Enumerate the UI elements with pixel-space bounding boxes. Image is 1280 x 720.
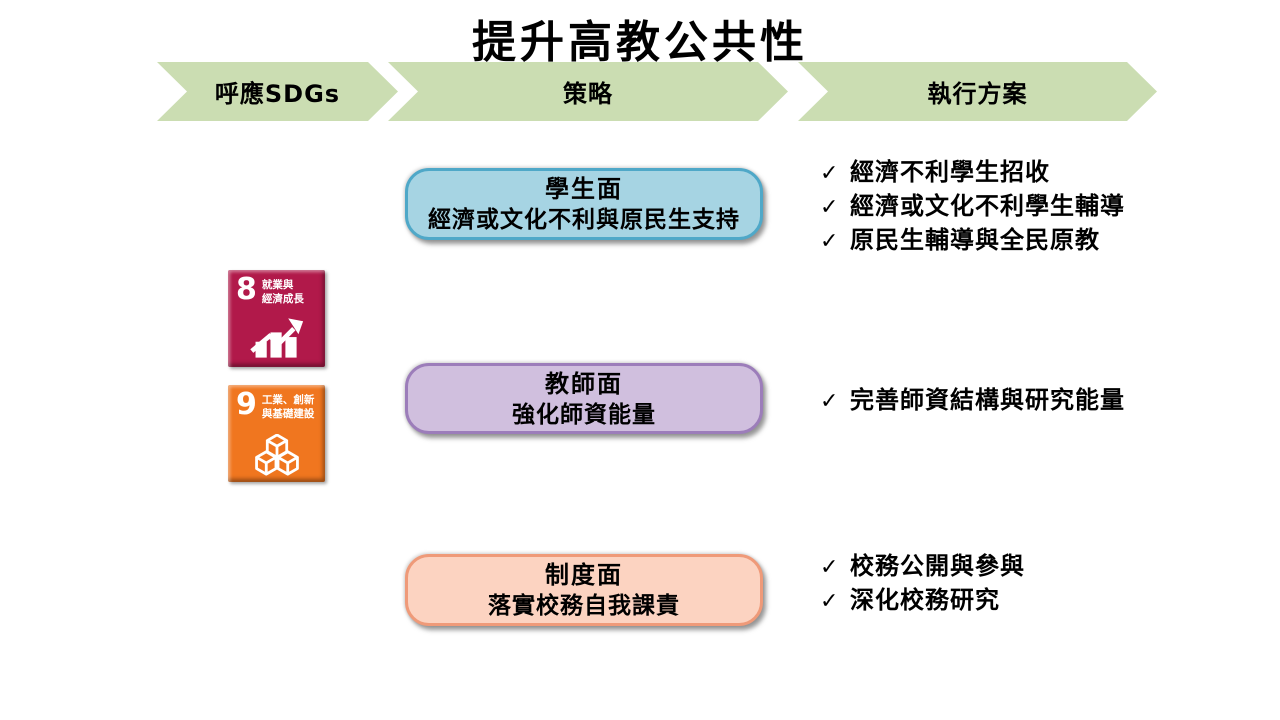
action-item: ✓ 原民生輔導與全民原教 xyxy=(820,224,1125,258)
action-item: ✓ 經濟或文化不利學生輔導 xyxy=(820,190,1125,224)
action-item: ✓ 完善師資結構與研究能量 xyxy=(820,384,1125,418)
strategy-box-system: 制度面 落實校務自我課責 xyxy=(405,554,763,626)
sdg9-label: 工業、創新 與基礎建設 xyxy=(261,394,315,420)
strategy-box-teacher: 教師面 強化師資能量 xyxy=(405,363,763,434)
action-item: ✓ 校務公開與參與 xyxy=(820,550,1025,584)
checkmark-icon: ✓ xyxy=(820,389,839,414)
sdg9-badge: 9 工業、創新 與基礎建設 xyxy=(228,385,325,482)
action-item: ✓ 經濟不利學生招收 xyxy=(820,156,1125,190)
bar-chart-arrow-icon xyxy=(249,318,303,358)
sdg8-header: 8 就業與 經濟成長 xyxy=(228,270,325,306)
strategy-student-subtitle: 經濟或文化不利與原民生支持 xyxy=(428,207,740,233)
header-arrow-sdgs: 呼應SDGs xyxy=(157,62,398,121)
strategy-teacher-title: 教師面 xyxy=(545,369,623,398)
checkmark-icon: ✓ xyxy=(820,161,839,186)
page-title: 提升高教公共性 xyxy=(472,17,808,68)
sdg9-number: 9 xyxy=(236,387,257,422)
sdg8-label: 就業與 經濟成長 xyxy=(261,279,304,305)
checkmark-icon: ✓ xyxy=(820,195,839,220)
strategy-system-subtitle: 落實校務自我課責 xyxy=(488,593,680,619)
header-arrow-sdgs-label: 呼應SDGs xyxy=(214,80,341,108)
header-arrow-strategy-label: 策略 xyxy=(563,80,613,108)
strategy-box-student: 學生面 經濟或文化不利與原民生支持 xyxy=(405,168,763,240)
sdg8-badge: 8 就業與 經濟成長 xyxy=(228,270,325,367)
header-arrow-actions-label: 執行方案 xyxy=(927,80,1028,108)
action-list-system: ✓ 校務公開與參與 ✓ 深化校務研究 xyxy=(820,550,1025,618)
header-arrow-actions: 執行方案 xyxy=(798,62,1157,121)
cubes-icon xyxy=(254,434,299,476)
sdg8-number: 8 xyxy=(236,272,257,307)
checkmark-icon: ✓ xyxy=(820,229,839,254)
action-list-teacher: ✓ 完善師資結構與研究能量 xyxy=(820,384,1125,418)
action-list-student: ✓ 經濟不利學生招收 ✓ 經濟或文化不利學生輔導 ✓ 原民生輔導與全民原教 xyxy=(820,156,1125,258)
strategy-student-title: 學生面 xyxy=(545,175,623,203)
action-item: ✓ 深化校務研究 xyxy=(820,584,1025,618)
checkmark-icon: ✓ xyxy=(820,589,839,614)
header-arrow-strategy: 策略 xyxy=(388,62,788,121)
strategy-teacher-subtitle: 強化師資能量 xyxy=(512,401,656,428)
checkmark-icon: ✓ xyxy=(820,555,839,580)
sdg9-header: 9 工業、創新 與基礎建設 xyxy=(228,385,325,421)
strategy-system-title: 制度面 xyxy=(545,561,623,589)
